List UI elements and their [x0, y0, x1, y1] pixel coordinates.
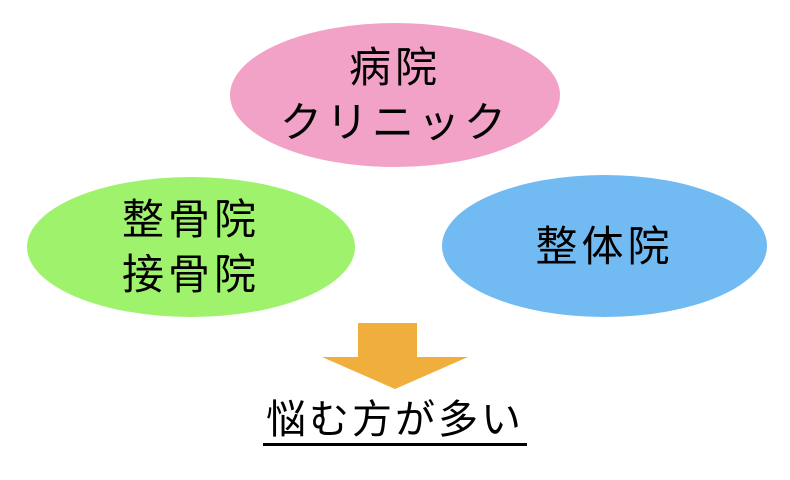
bubble-seitaiin: 整体院 — [442, 175, 767, 317]
conclusion-row: 悩む方が多い — [0, 398, 790, 446]
down-arrow-shape — [322, 323, 468, 389]
bubble-hospital-line-2: クリニック — [279, 99, 510, 146]
bubble-hospital-line-1: 病院 — [348, 44, 441, 91]
bubble-seikotsuin-sekkotsuin: 整骨院 接骨院 — [27, 177, 355, 317]
bubble-seikotsuin-line-2: 接骨院 — [121, 251, 260, 298]
down-arrow-icon — [322, 323, 468, 389]
bubble-seitaiin-line-1: 整体院 — [535, 222, 674, 270]
conclusion-text: 悩む方が多い — [263, 398, 527, 446]
bubble-seikotsuin-line-1: 整骨院 — [121, 196, 260, 243]
bubble-hospital-clinic: 病院 クリニック — [230, 23, 560, 167]
